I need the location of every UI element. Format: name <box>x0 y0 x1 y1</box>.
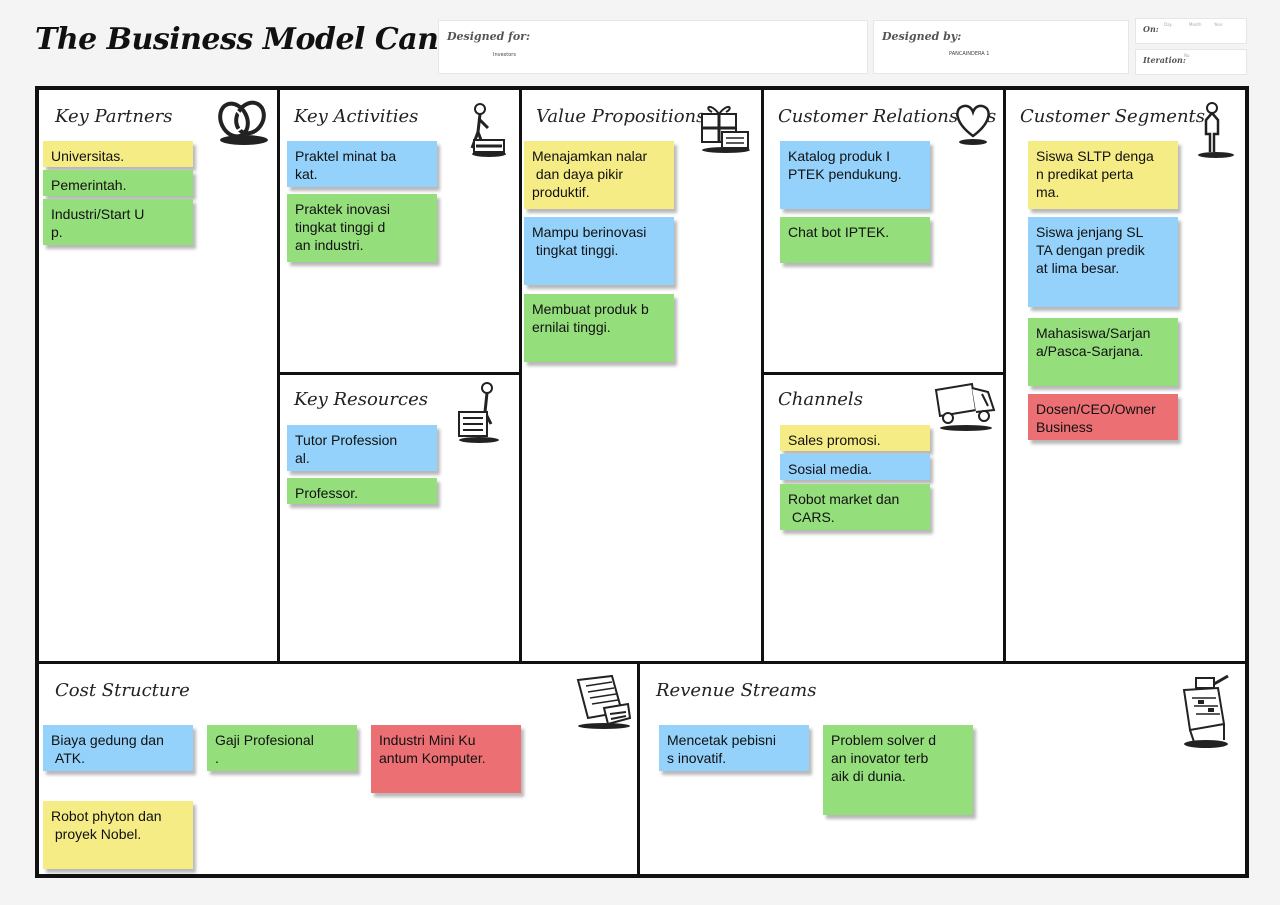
heart-icon <box>956 104 990 145</box>
sticky-note[interactable]: Tutor Profession al. <box>287 425 437 471</box>
designed-by-label: Designed by: <box>882 30 962 43</box>
day-label: Day <box>1164 22 1172 27</box>
worker-icon <box>470 103 506 157</box>
cost-structure-title: Cost Structure <box>55 680 190 701</box>
revenue-streams-title: Revenue Streams <box>656 680 817 701</box>
key-resources-title: Key Resources <box>294 389 428 410</box>
sticky-note[interactable]: Gaji Profesional . <box>207 725 357 771</box>
sticky-note[interactable]: Industri/Start U p. <box>43 199 193 245</box>
divider <box>277 372 521 375</box>
sticky-note[interactable]: Siswa SLTP denga n predikat perta ma. <box>1028 141 1178 209</box>
truck-icon <box>934 382 996 431</box>
chain-link-icon <box>218 100 268 145</box>
sticky-note[interactable]: Problem solver d an inovator terb aik di… <box>823 725 973 815</box>
divider <box>761 372 1005 375</box>
sticky-note[interactable]: Mahasiswa/Sarjan a/Pasca-Sarjana. <box>1028 318 1178 386</box>
sticky-note[interactable]: Sosial media. <box>780 454 930 480</box>
cash-register-icon <box>1182 674 1229 748</box>
divider <box>519 90 522 662</box>
divider <box>1003 90 1006 662</box>
iteration-label: Iteration: <box>1143 55 1186 65</box>
divider <box>637 662 640 874</box>
sticky-note[interactable]: Sales promosi. <box>780 425 930 451</box>
gift-icon <box>701 106 750 153</box>
sticky-note[interactable]: Robot market dan CARS. <box>780 484 930 530</box>
customer-segments-title: Customer Segments <box>1020 106 1206 127</box>
sticky-note[interactable]: Universitas. <box>43 141 193 167</box>
receipt-icon <box>576 674 632 729</box>
designed-by-value: PANCAINDERA 1 <box>949 51 990 57</box>
sticky-note[interactable]: Biaya gedung dan ATK. <box>43 725 193 771</box>
key-activities-title: Key Activities <box>294 106 419 127</box>
sticky-note[interactable]: Praktek inovasi tingkat tinggi d an indu… <box>287 194 437 262</box>
sticky-note[interactable]: Dosen/CEO/Owner Business <box>1028 394 1178 440</box>
sticky-note[interactable]: Chat bot IPTEK. <box>780 217 930 263</box>
person-icon <box>1198 102 1234 158</box>
iteration-box[interactable]: Iteration: No. <box>1135 49 1247 75</box>
page-title: The Business Model Canvas <box>35 22 491 57</box>
customer-relationships-title: Customer Relationships <box>778 106 997 127</box>
iteration-value: No. <box>1184 53 1191 58</box>
on-label: On: <box>1143 24 1159 34</box>
month-label: Month <box>1189 22 1202 27</box>
sticky-note[interactable]: Membuat produk b ernilai tinggi. <box>524 294 674 362</box>
designed-for-value: Investors <box>493 52 516 58</box>
value-propositions-title: Value Propositions <box>536 106 706 127</box>
sticky-note[interactable]: Mampu berinovasi tingkat tinggi. <box>524 217 674 285</box>
channels-title: Channels <box>778 389 863 410</box>
sticky-note[interactable]: Siswa jenjang SL TA dengan predik at lim… <box>1028 217 1178 307</box>
sticky-note[interactable]: Mencetak pebisni s inovatif. <box>659 725 809 771</box>
year-label: Year <box>1214 22 1223 27</box>
designed-by-box[interactable]: Designed by: PANCAINDERA 1 <box>873 20 1129 74</box>
key-partners-title: Key Partners <box>55 106 173 127</box>
sticky-note[interactable]: Menajamkan nalar dan daya pikir produkti… <box>524 141 674 209</box>
divider <box>761 90 764 662</box>
divider <box>277 90 280 662</box>
forklift-worker-icon <box>458 382 499 443</box>
date-box[interactable]: On: Day Month Year <box>1135 18 1247 44</box>
sticky-note[interactable]: Pemerintah. <box>43 170 193 196</box>
designed-for-label: Designed for: <box>447 30 531 43</box>
sticky-note[interactable]: Industri Mini Ku antum Komputer. <box>371 725 521 793</box>
sticky-note[interactable]: Katalog produk I PTEK pendukung. <box>780 141 930 209</box>
divider <box>39 661 1245 664</box>
designed-for-box[interactable]: Designed for: Investors <box>438 20 868 74</box>
sticky-note[interactable]: Robot phyton dan proyek Nobel. <box>43 801 193 869</box>
sticky-note[interactable]: Professor. <box>287 478 437 504</box>
sticky-note[interactable]: Praktel minat ba kat. <box>287 141 437 187</box>
